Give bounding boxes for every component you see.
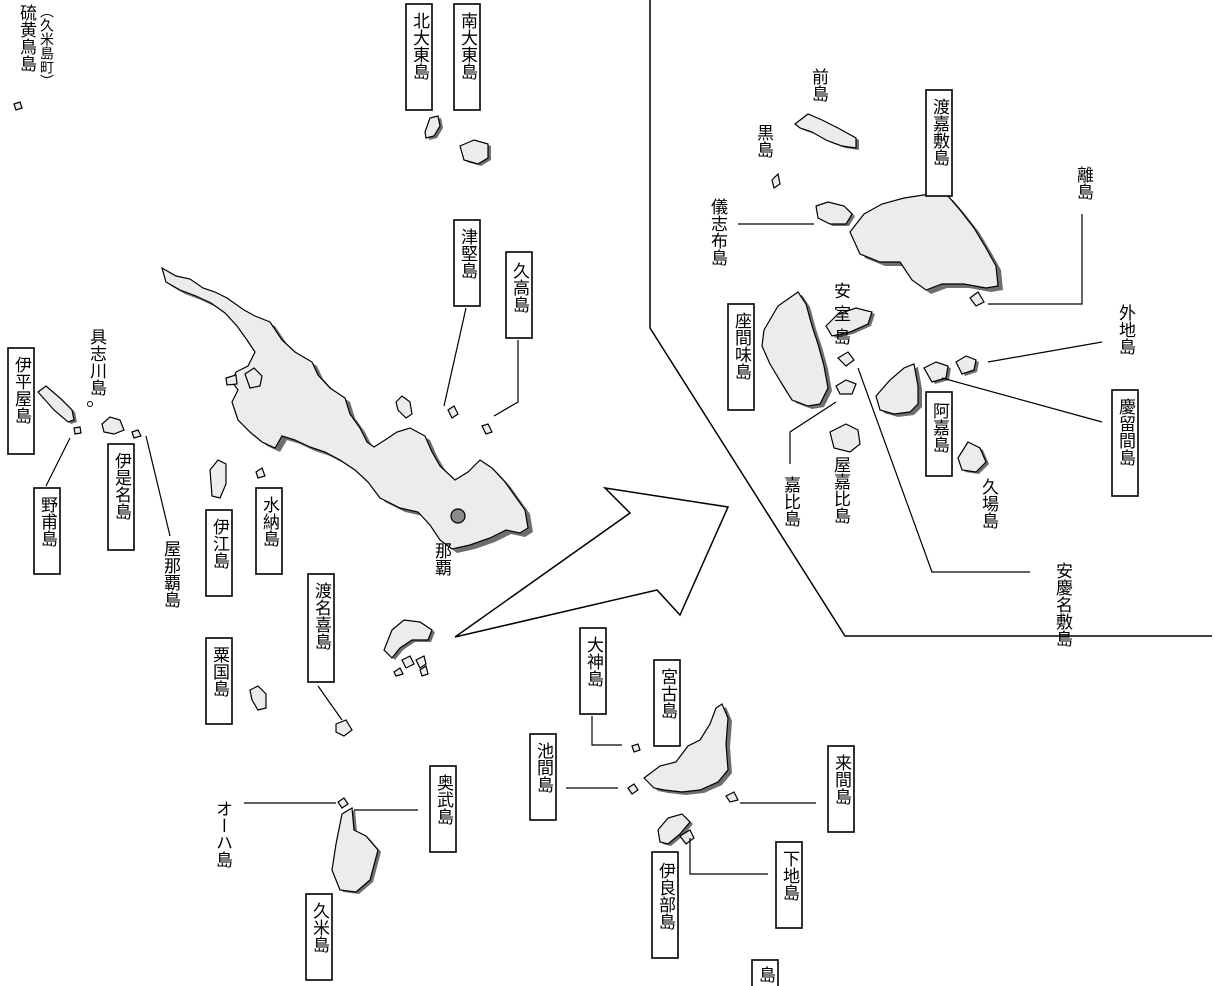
label-agenashiku: 安慶名敷島 bbox=[1052, 562, 1073, 648]
zamami-shape bbox=[761, 291, 829, 407]
label-kume: 久米島 bbox=[309, 902, 330, 954]
label-aguni: 粟国島 bbox=[209, 646, 230, 698]
kerama-inset-frame bbox=[649, 0, 1212, 637]
geruma-shape bbox=[923, 361, 949, 383]
label-iou-note: （久米島町） bbox=[38, 4, 54, 88]
miyako-islets bbox=[627, 703, 739, 846]
amuro-shape bbox=[825, 307, 873, 337]
label-naha: 那覇 bbox=[431, 542, 452, 576]
label-gishibu: 儀志布島 bbox=[707, 198, 728, 267]
label-kuba: 久場島 bbox=[978, 478, 999, 530]
label-bottom-partial: 島 bbox=[755, 966, 775, 984]
label-tokashiki: 渡嘉敷島 bbox=[929, 98, 950, 167]
leader-lines bbox=[45, 214, 1103, 875]
label-gahi: 嘉比島 bbox=[780, 476, 801, 528]
label-kitadaito: 北大東島 bbox=[409, 12, 430, 81]
yakabi-shape bbox=[829, 423, 861, 453]
minamidaito-shape bbox=[459, 139, 489, 165]
inset-arrow bbox=[454, 486, 730, 638]
label-ohajima: オーハ島 bbox=[212, 800, 232, 869]
label-ikema: 池間島 bbox=[533, 742, 554, 794]
aguni-shape bbox=[249, 685, 267, 711]
label-ou: 奥武島 bbox=[433, 774, 454, 826]
label-iou: 硫黄鳥島 bbox=[16, 4, 37, 73]
ie-shape bbox=[209, 459, 227, 499]
label-kudaka: 久高島 bbox=[509, 262, 530, 314]
label-geruma: 慶留間島 bbox=[1115, 398, 1136, 467]
iheya-shape bbox=[37, 385, 75, 423]
label-gushikawa: 具志川島 bbox=[86, 328, 107, 397]
okinawa-islets bbox=[13, 101, 493, 894]
label-minna: 水納島 bbox=[259, 496, 280, 548]
kitadaito-shape bbox=[424, 115, 441, 139]
label-tonaki: 渡名喜島 bbox=[311, 582, 332, 651]
label-amuro: 安室島 bbox=[830, 282, 850, 351]
label-mae: 前島 bbox=[808, 68, 829, 103]
label-hokaji: 外地島 bbox=[1115, 304, 1136, 356]
mae-shape bbox=[794, 113, 857, 149]
label-tsuken: 津堅島 bbox=[457, 228, 478, 280]
hokaji-shape bbox=[955, 355, 977, 375]
label-izena: 伊是名島 bbox=[111, 452, 132, 521]
gishibu-shape bbox=[815, 201, 853, 225]
label-iheya: 伊平屋島 bbox=[11, 356, 32, 425]
miyako-shape bbox=[643, 703, 729, 793]
tokashiki-shape bbox=[849, 193, 999, 291]
kuba-shape bbox=[957, 441, 987, 473]
naha-city-marker bbox=[450, 508, 466, 524]
aka-shape bbox=[875, 363, 919, 415]
map-labels: 硫黄鳥島 （久米島町） 北大東島 南大東島 津堅島 久高島 伊平屋島 具志川島 … bbox=[11, 4, 1136, 984]
kerama-inset-islands bbox=[761, 113, 1003, 474]
label-hanare: 離島 bbox=[1073, 166, 1094, 201]
label-yakabi: 屋嘉比島 bbox=[830, 456, 851, 525]
label-boxes bbox=[7, 3, 1139, 986]
label-ie: 伊江島 bbox=[209, 518, 230, 570]
label-ogami: 大神島 bbox=[583, 636, 604, 688]
label-kuro: 黒島 bbox=[753, 124, 774, 159]
label-minamidaito: 南大東島 bbox=[457, 12, 478, 81]
label-irabu: 伊良部島 bbox=[655, 862, 676, 931]
label-zamami: 座間味島 bbox=[731, 312, 752, 381]
label-miyako: 宮古島 bbox=[657, 668, 678, 720]
tonaki-shape bbox=[335, 719, 353, 737]
irabu-shape bbox=[657, 813, 691, 845]
kume-shape bbox=[331, 806, 379, 893]
label-kurima: 来間島 bbox=[831, 754, 852, 806]
iou-island-shape bbox=[13, 101, 23, 111]
label-aka: 阿嘉島 bbox=[929, 402, 950, 454]
izena-shape bbox=[101, 416, 125, 435]
label-shimoji: 下地島 bbox=[779, 850, 800, 902]
label-yagaji: 屋那覇島 bbox=[160, 540, 181, 609]
kerama-small-shape bbox=[383, 619, 433, 659]
label-noho: 野甫島 bbox=[37, 496, 58, 548]
